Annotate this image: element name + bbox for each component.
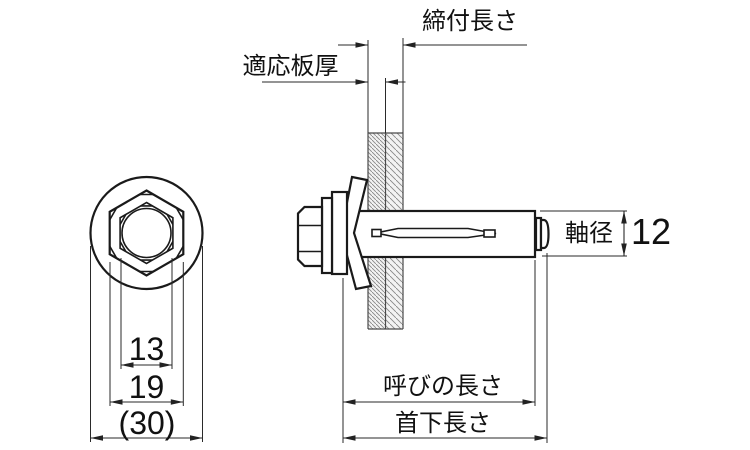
value-shaft-diameter: 12	[631, 211, 671, 252]
front-dimensions: 13 19 (30)	[90, 246, 203, 442]
label-shaft-diameter: 軸径	[565, 220, 613, 247]
dim-value-19: 19	[129, 369, 165, 405]
flat-washer	[320, 196, 334, 275]
hex-head-inner	[119, 201, 174, 265]
label-tightening-length: 締付長さ	[422, 8, 518, 35]
hex-head-side	[296, 205, 324, 268]
chamfer-circle	[121, 207, 172, 259]
front-view: 13 19 (30)	[89, 175, 204, 442]
flange-washer	[330, 190, 349, 276]
bottom-dimensions: 呼びの長さ 首下長さ	[342, 253, 548, 443]
dim-value-30: (30)	[119, 405, 176, 441]
shaft-diameter-dimension: 軸径 12	[540, 210, 671, 257]
label-nominal-length: 呼びの長さ	[383, 373, 503, 400]
hex-head-outer	[108, 189, 185, 277]
shaft-tip	[534, 216, 550, 252]
top-dimensions: 締付長さ 適応板厚	[243, 8, 527, 133]
hex-inner-chamfers	[119, 205, 174, 261]
label-board-thickness: 適応板厚	[243, 53, 339, 80]
side-view: 締付長さ 適応板厚 軸径 12 呼びの長さ 首下長さ	[243, 8, 671, 443]
label-under-head-length: 首下長さ	[395, 410, 491, 437]
hex-outer-chamfers	[109, 193, 184, 273]
expansion-slot	[371, 227, 497, 239]
dim-value-13: 13	[129, 331, 165, 367]
